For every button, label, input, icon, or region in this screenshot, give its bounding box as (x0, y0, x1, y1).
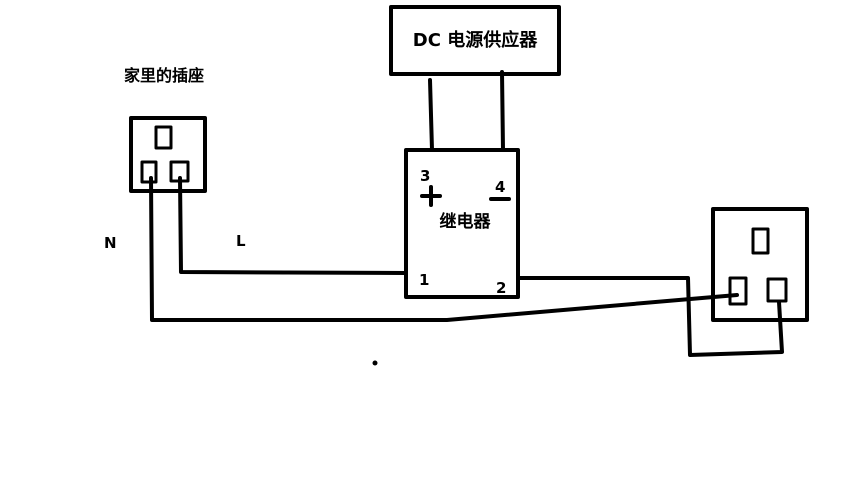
dc-supply-box (389, 5, 561, 76)
wire-dc-to-terminal-3 (428, 78, 434, 152)
output-socket-earth-pin (751, 227, 770, 255)
home-socket-label: 家里的插座 (124, 66, 204, 85)
terminal-2-label: 2 (496, 279, 506, 297)
relay-label: 继电器 (440, 211, 492, 232)
output-socket-left-pin (728, 276, 748, 306)
terminal-3-label: 3 (420, 167, 430, 185)
terminal-4-label: 4 (495, 178, 505, 196)
output-socket-right-pin (766, 277, 788, 303)
stray-dot (372, 360, 378, 366)
home-socket-neutral-pin (140, 160, 158, 184)
output-socket-box (711, 207, 809, 322)
relay-box (404, 148, 520, 299)
terminal-1-label: 1 (419, 271, 429, 289)
home-socket-earth-pin (154, 125, 173, 150)
wire-dc-to-terminal-4 (500, 70, 505, 152)
dc-supply-label: DC 电源供应器 (413, 29, 538, 51)
home-socket-box (129, 116, 207, 193)
neutral-label: N (104, 234, 117, 252)
wire-switched-live (517, 276, 784, 357)
wire-neutral (149, 176, 739, 322)
live-label: L (236, 232, 246, 250)
wire-live (178, 176, 408, 275)
